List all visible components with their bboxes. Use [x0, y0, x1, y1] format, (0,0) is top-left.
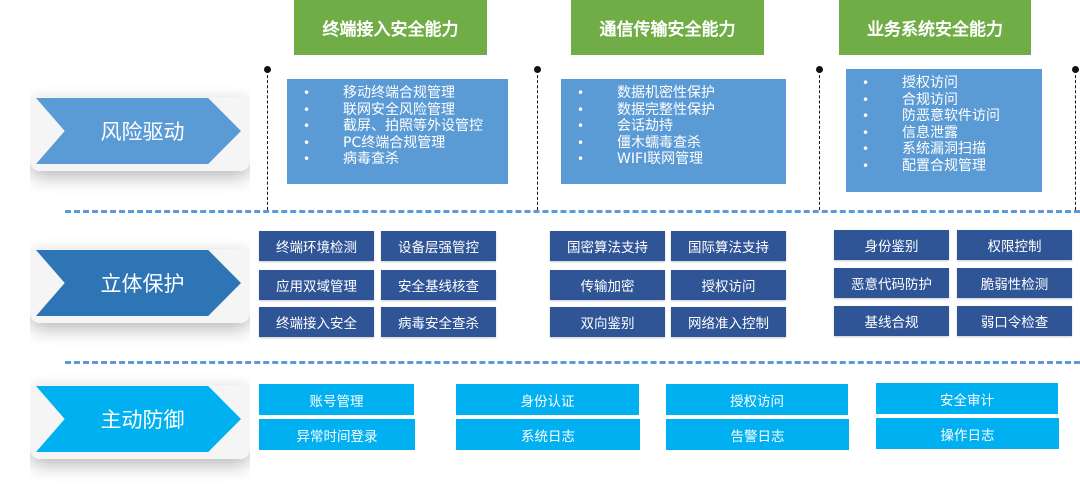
protection-cell: 弱口令检查	[957, 306, 1072, 336]
list-item: •配置合规管理	[862, 157, 986, 174]
list-item: •合规访问	[862, 91, 958, 108]
list-item: •会话劫持	[577, 118, 673, 134]
row-divider	[65, 210, 1080, 213]
risk-list-business: •授权访问 •合规访问 •防恶意软件访问 •信息泄露 •系统漏洞扫描 •配置合规…	[846, 69, 1042, 192]
risk-list-transport: •数据机密性保护 •数据完整性保护 •会话劫持 •僵木蠕毒查杀 •WIFI联网管…	[561, 79, 786, 184]
protection-cell: 双向鉴别	[550, 307, 665, 337]
vertical-separator	[819, 70, 820, 210]
list-item: •移动终端合规管理	[303, 85, 455, 101]
bullet-icon: •	[862, 142, 870, 156]
defense-cell: 身份认证	[456, 384, 639, 415]
bullet-icon: •	[862, 92, 870, 107]
bullet-icon: •	[577, 135, 585, 150]
list-item: •联网安全风险管理	[303, 101, 455, 118]
bullet-icon: •	[303, 135, 311, 150]
list-item: •数据完整性保护	[577, 101, 715, 118]
defense-cell: 操作日志	[876, 418, 1059, 449]
capability-header-terminal: 终端接入安全能力	[294, 0, 487, 55]
bullet-icon: •	[577, 102, 585, 117]
list-item: •信息泄露	[862, 124, 958, 141]
protection-cell: 应用双域管理	[259, 270, 374, 300]
bullet-icon: •	[862, 158, 870, 173]
capability-header-transport: 通信传输安全能力	[571, 0, 764, 55]
bullet-icon: •	[577, 119, 585, 133]
row-label-protection: 立体保护	[36, 250, 241, 316]
list-item: •数据机密性保护	[577, 85, 715, 101]
bullet-icon: •	[862, 109, 870, 123]
list-item: •截屏、拍照等外设管控	[303, 118, 483, 134]
protection-cell: 国际算法支持	[671, 231, 786, 261]
vertical-separator	[1075, 70, 1076, 210]
capability-header-business: 业务系统安全能力	[839, 0, 1031, 55]
bullet-icon: •	[862, 125, 870, 140]
protection-cell: 身份鉴别	[834, 230, 949, 260]
protection-cell: 终端接入安全	[259, 307, 374, 337]
protection-cell: 网络准入控制	[671, 307, 786, 337]
separator-dot	[1072, 66, 1079, 73]
defense-cell: 系统日志	[456, 419, 640, 450]
protection-cell: 终端环境检测	[259, 231, 374, 261]
protection-cell: 权限控制	[957, 230, 1072, 260]
protection-cell: 恶意代码防护	[834, 268, 949, 298]
separator-dot	[534, 66, 541, 73]
row-label-defense: 主动防御	[36, 386, 241, 452]
protection-cell: 传输加密	[550, 270, 665, 300]
defense-cell: 账号管理	[259, 384, 414, 415]
protection-cell: 设备层强管控	[381, 231, 496, 261]
list-item: •防恶意软件访问	[862, 108, 1000, 124]
vertical-separator	[537, 70, 538, 210]
row-label-risk: 风险驱动	[36, 98, 241, 164]
defense-cell: 授权访问	[666, 384, 848, 415]
list-item: •病毒查杀	[303, 151, 399, 167]
row-divider	[65, 361, 1080, 364]
list-item: •僵木蠕毒查杀	[577, 134, 701, 151]
bullet-icon: •	[303, 86, 311, 100]
protection-cell: 脆弱性检测	[957, 268, 1072, 298]
protection-cell: 基线合规	[834, 306, 949, 336]
defense-cell: 异常时间登录	[259, 419, 415, 450]
protection-cell: 国密算法支持	[550, 231, 665, 261]
bullet-icon: •	[862, 76, 870, 90]
bullet-icon: •	[577, 152, 585, 166]
bullet-icon: •	[303, 152, 311, 166]
vertical-separator	[267, 70, 268, 210]
list-item: •授权访问	[862, 75, 958, 91]
list-item: •系统漏洞扫描	[862, 141, 986, 157]
risk-list-terminal: •移动终端合规管理 •联网安全风险管理 •截屏、拍照等外设管控 •PC终端合规管…	[287, 79, 508, 184]
bullet-icon: •	[577, 86, 585, 100]
separator-dot	[816, 66, 823, 73]
defense-cell: 告警日志	[666, 419, 849, 450]
separator-dot	[264, 66, 271, 73]
defense-cell: 安全审计	[876, 383, 1058, 414]
list-item: •WIFI联网管理	[577, 151, 704, 167]
protection-cell: 安全基线核查	[381, 270, 496, 300]
bullet-icon: •	[303, 102, 311, 117]
protection-cell: 授权访问	[671, 270, 786, 300]
list-item: •PC终端合规管理	[303, 134, 446, 151]
protection-cell: 病毒安全查杀	[381, 307, 496, 337]
bullet-icon: •	[303, 119, 311, 133]
